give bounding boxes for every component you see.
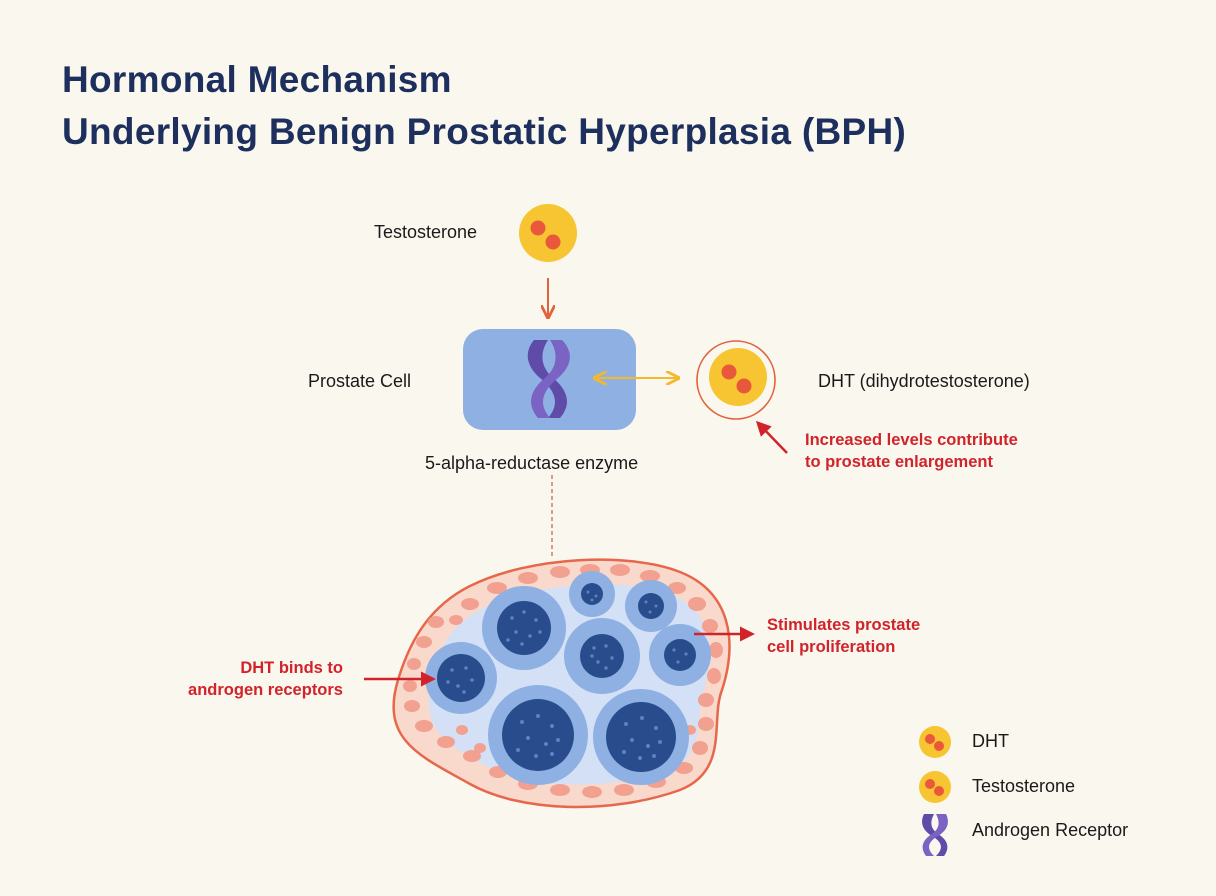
title-line-2: Underlying Benign Prostatic Hyperplasia … (62, 111, 907, 152)
label-enzyme: 5-alpha-reductase enzyme (425, 453, 639, 473)
legend-dht-icon (919, 726, 951, 758)
annotation-binds-line-1: DHT binds to (240, 659, 343, 677)
annotation-stimulates: Stimulates prostate cell proliferation (767, 614, 920, 658)
annotation-increased-levels: Increased levels contribute to prostate … (805, 429, 1018, 473)
legend-item-testosterone: Testosterone (972, 776, 1076, 796)
annotation-increased-levels-line-2: to prostate enlargement (805, 453, 993, 471)
legend-androgen-receptor-icon (922, 814, 948, 856)
dht-molecule-icon (696, 340, 776, 420)
legend-item-dht: DHT (972, 731, 1009, 751)
annotation-stimulates-line-2: cell proliferation (767, 638, 896, 656)
annotation-stimulates-line-1: Stimulates prostate (767, 616, 921, 634)
prostate-cells-cluster (425, 571, 711, 785)
annotation-binds-line-2: androgen receptors (188, 681, 343, 699)
nucleus-speckles (446, 590, 688, 760)
title-line-1: Hormonal Mechanism (62, 59, 452, 100)
legend-item-androgen-receptor: Androgen Receptor (972, 820, 1129, 840)
legend-testosterone-icon (919, 771, 951, 803)
label-dht: DHT (dihydrotestosterone) (818, 371, 1030, 391)
testosterone-molecule-icon (519, 204, 577, 262)
label-testosterone: Testosterone (374, 222, 478, 242)
androgen-receptor-icon (527, 340, 570, 418)
increased-levels-arrow (755, 420, 788, 454)
label-prostate-cell: Prostate Cell (308, 371, 412, 391)
annotation-binds: DHT binds to androgen receptors (188, 657, 343, 701)
page-title: Hormonal Mechanism Underlying Benign Pro… (62, 54, 906, 158)
annotation-increased-levels-line-1: Increased levels contribute (805, 431, 1018, 449)
